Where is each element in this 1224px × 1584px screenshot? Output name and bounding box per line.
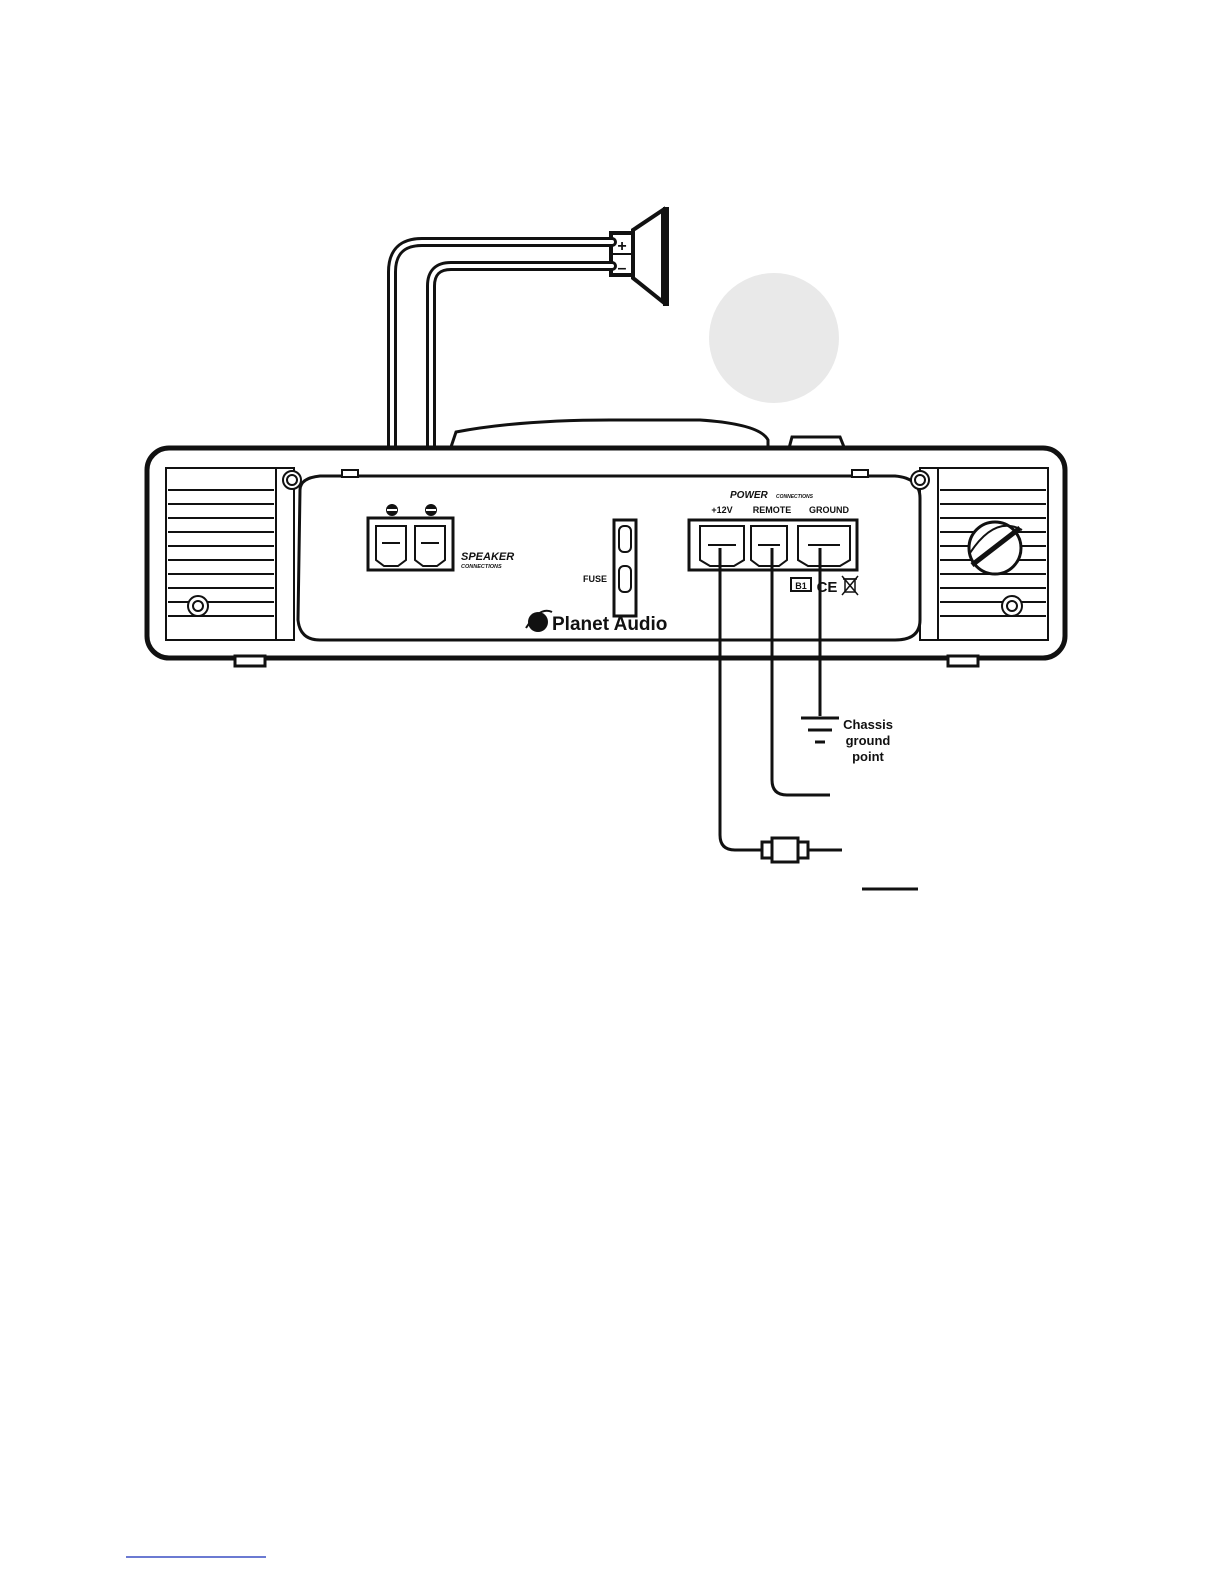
ground-note-line3: point xyxy=(852,749,884,764)
fuse-bottom xyxy=(619,566,631,592)
ground-note-line2: ground xyxy=(846,733,891,748)
speaker-plus-label: + xyxy=(617,238,626,255)
inline-fuse-icon xyxy=(762,838,808,862)
speaker-icon xyxy=(611,207,666,306)
terminal-12v-label: +12V xyxy=(711,505,732,515)
speaker-minus-label: – xyxy=(618,260,627,277)
b1-badge: B1 xyxy=(795,581,807,591)
planet-knob-icon xyxy=(969,522,1022,574)
fuse-label: FUSE xyxy=(583,574,607,584)
fuse-top xyxy=(619,526,631,552)
speaker-connections-title: SPEAKER xyxy=(461,551,514,563)
panel-notch-right xyxy=(852,470,868,477)
power-connections-sub: CONNECTIONS xyxy=(776,494,814,500)
ground-symbol-icon xyxy=(801,718,839,742)
foot-left xyxy=(235,656,265,666)
shade-circle xyxy=(709,273,839,403)
speaker-connections-sub: CONNECTIONS xyxy=(461,564,502,570)
power-terminal-ports xyxy=(700,526,850,566)
terminal-ground-label: GROUND xyxy=(809,505,849,515)
brand-logo: Planet Audio xyxy=(552,614,667,635)
left-cap-strip xyxy=(276,468,294,640)
terminal-remote-label: REMOTE xyxy=(753,505,792,515)
end-cap-left xyxy=(166,468,276,640)
ground-note-line1: Chassis xyxy=(843,717,893,732)
panel-notch-left xyxy=(342,470,358,477)
weee-bin-icon xyxy=(842,576,858,595)
right-cap-strip xyxy=(920,468,938,640)
foot-right xyxy=(948,656,978,666)
power-connections-title: POWER xyxy=(730,490,769,501)
